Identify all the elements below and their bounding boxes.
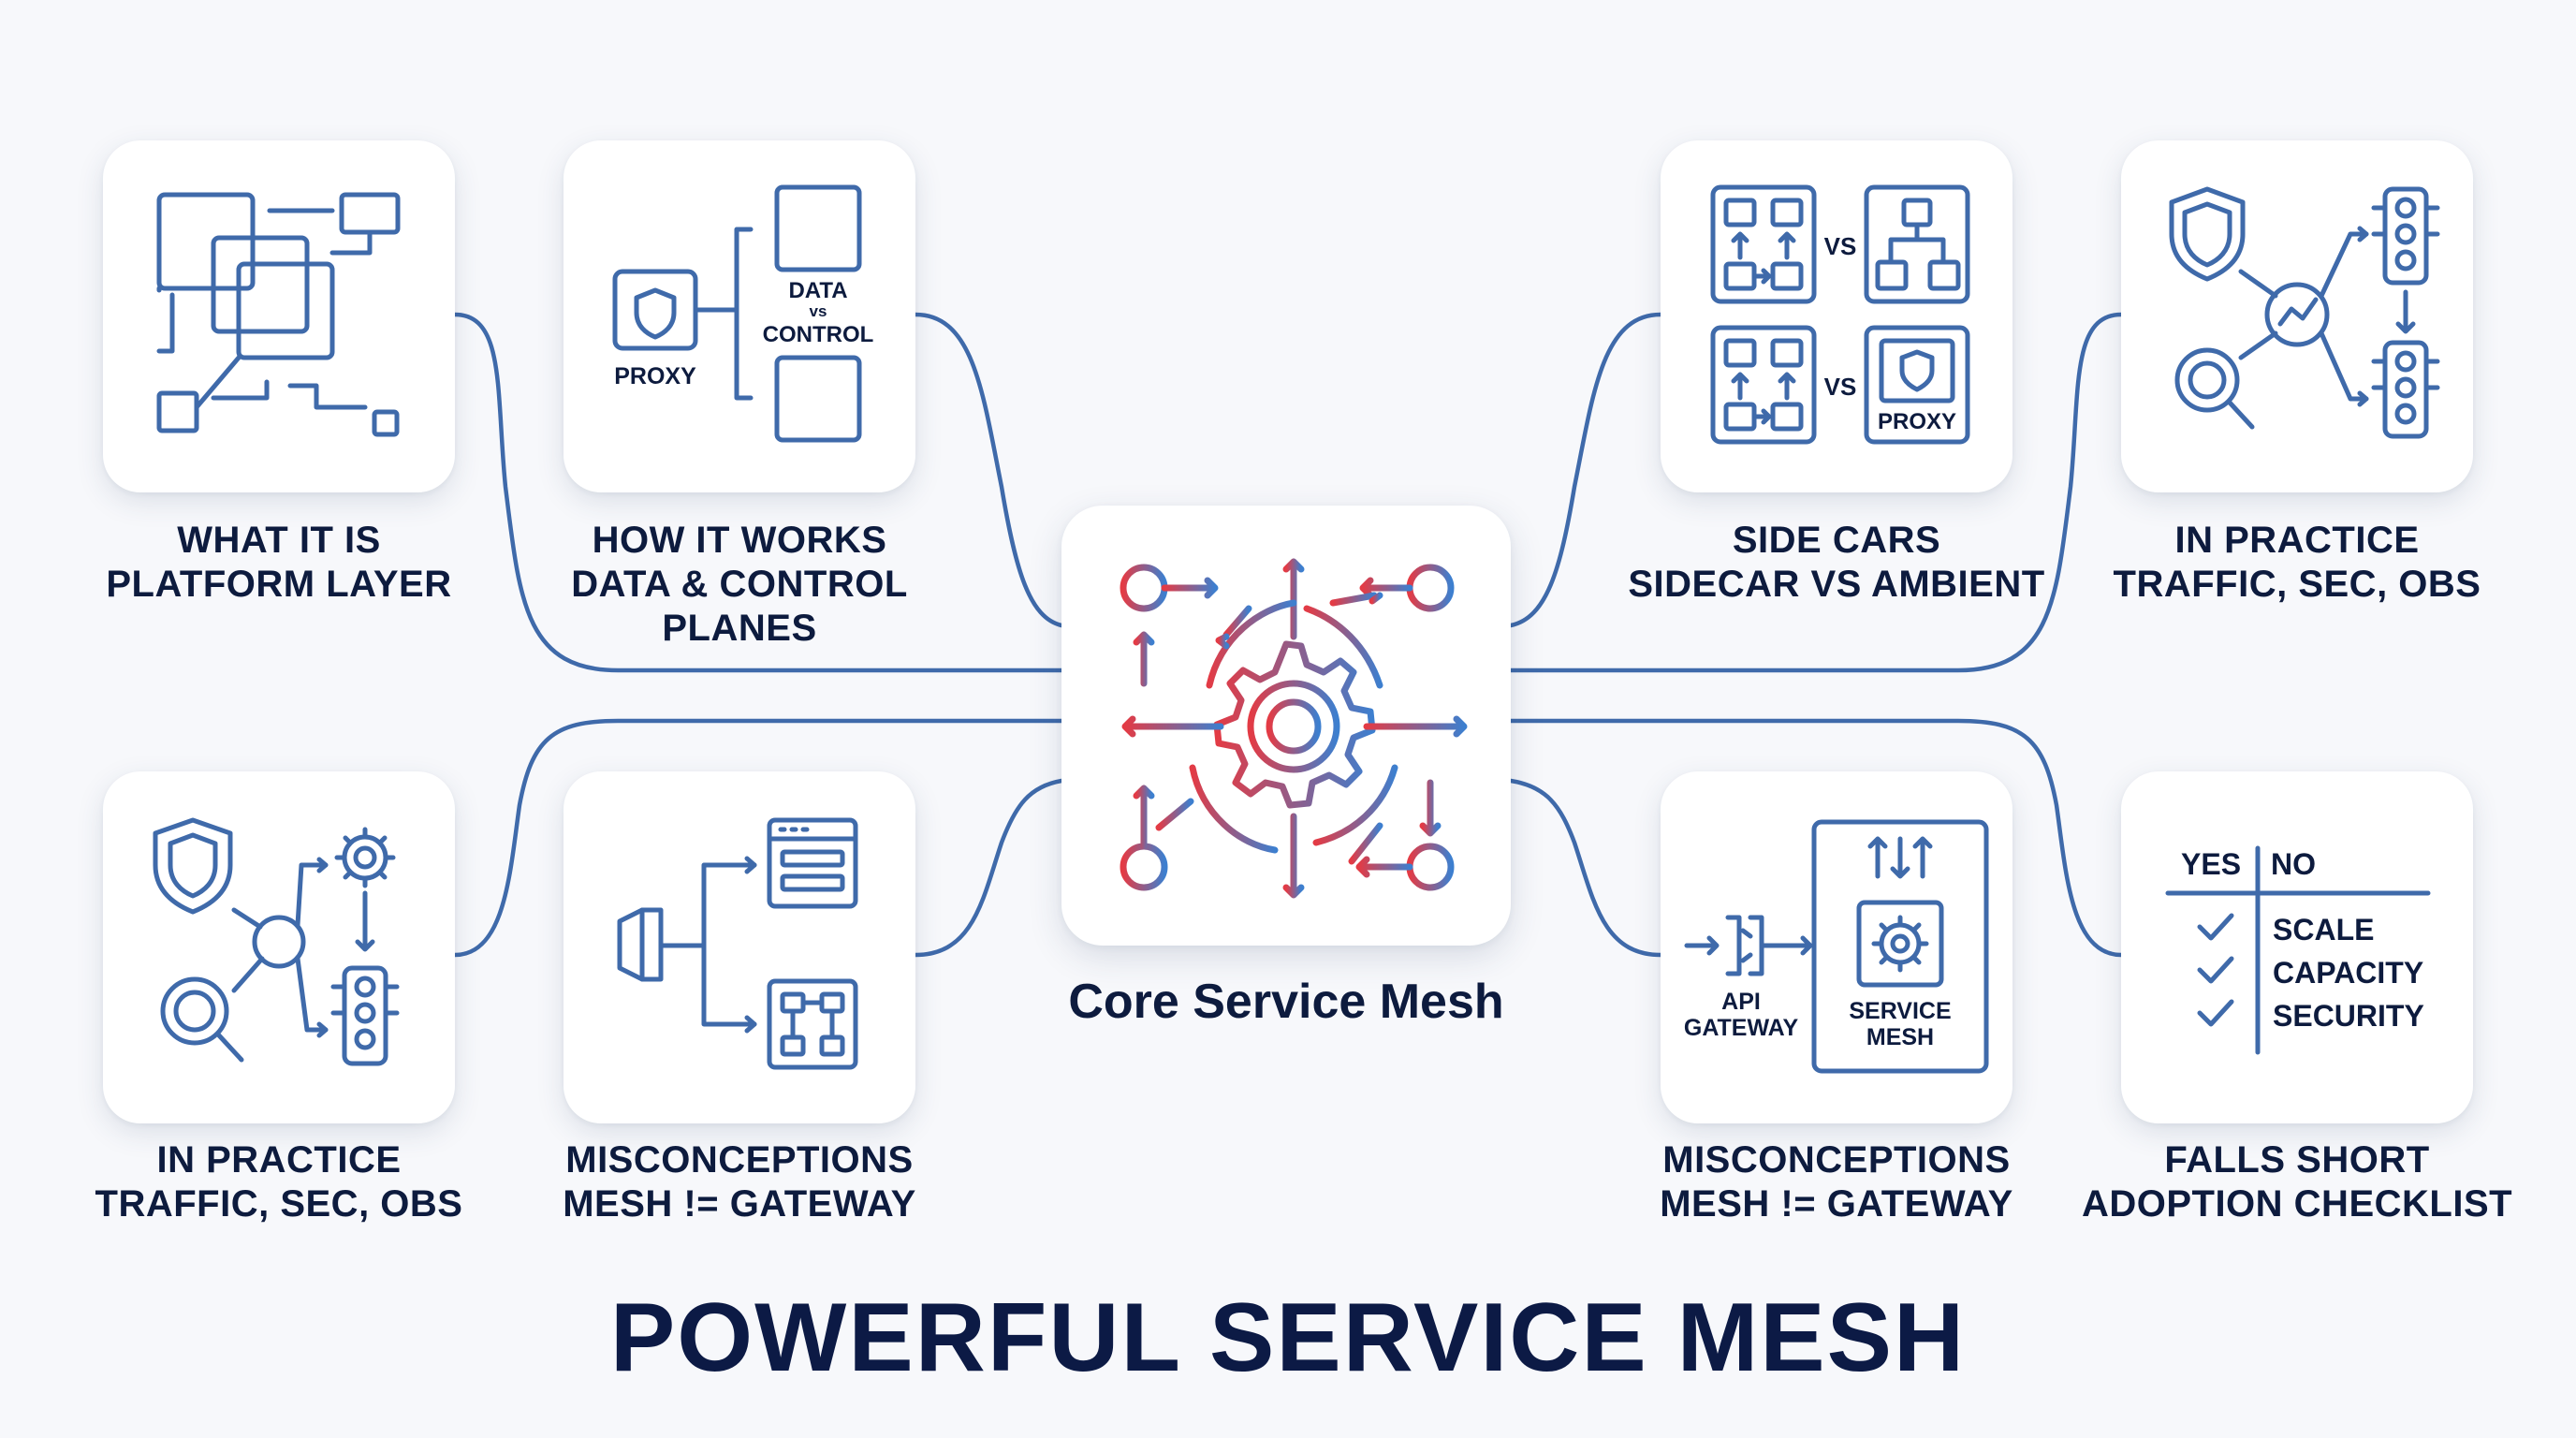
traffic-light-icon <box>2371 340 2440 439</box>
connector-in-practice-bottom <box>452 718 1064 958</box>
caption-line: MESH != GATEWAY <box>1660 1183 2013 1225</box>
caption-line: TRAFFIC, SEC, OBS <box>95 1183 463 1225</box>
service-mesh-hub-icon <box>1120 558 1468 899</box>
check-icon <box>2197 956 2234 984</box>
connector-misconceptions-left <box>913 778 1064 958</box>
shield-icon <box>153 817 233 915</box>
page-title: POWERFUL SERVICE MESH <box>609 1284 1967 1392</box>
search-icon <box>2174 347 2240 413</box>
routing-icon <box>617 817 858 1070</box>
card-what-it-is <box>103 140 455 492</box>
connector-side-cars <box>1508 312 1663 628</box>
caption-side-cars: SIDE CARS SIDECAR VS AMBIENT <box>1593 519 2080 607</box>
caption-line: TRAFFIC, SEC, OBS <box>2113 564 2481 605</box>
vs-top-label: VS <box>1824 232 1857 260</box>
connector-in-practice-top <box>1508 312 2124 673</box>
card-falls-short: YES NO SCALE CAPACITY SECURITY <box>2121 771 2473 1123</box>
caption-what-it-is: WHAT IT IS PLATFORM LAYER <box>36 519 522 607</box>
gear-icon <box>1856 900 1944 988</box>
caption-falls-short: FALLS SHORT ADOPTION CHECKLIST <box>2054 1138 2540 1226</box>
caption-line: PLANES <box>662 608 817 649</box>
caption-misconceptions-left: MISCONCEPTIONS MESH != GATEWAY <box>496 1138 983 1226</box>
card-misconceptions-right: API GATEWAY SERVICE MESH <box>1661 771 2012 1123</box>
ambient-hierarchy-icon <box>1864 184 1970 304</box>
data-label: DATA <box>788 278 847 303</box>
flow-chart-icon <box>767 978 858 1070</box>
sidecar-grid-bottom-icon <box>1710 325 1817 445</box>
caption-in-practice-bottom: IN PRACTICE TRAFFIC, SEC, OBS <box>36 1138 522 1226</box>
api-gateway-icon <box>1684 915 1813 976</box>
caption-line: MISCONCEPTIONS <box>1662 1139 2011 1181</box>
vs-label: vs <box>810 302 827 320</box>
sidecar-vs-ambient-icon: VS VS PROXY <box>1710 184 1970 445</box>
no-header: NO <box>2271 847 2316 881</box>
card-in-practice-top <box>2121 140 2473 492</box>
checklist-icon: YES NO SCALE CAPACITY SECURITY <box>2165 845 2431 1055</box>
vs-bottom-label: VS <box>1824 373 1857 401</box>
caption-line: ADOPTION CHECKLIST <box>2081 1183 2513 1225</box>
caption-line: HOW IT WORKS <box>592 520 887 561</box>
yes-header: YES <box>2181 847 2241 881</box>
gateway-vs-mesh-icon: API GATEWAY SERVICE MESH <box>1684 819 1989 1074</box>
card-misconceptions-left <box>564 771 915 1123</box>
caption-line: MESH != GATEWAY <box>563 1183 916 1225</box>
architecture-blocks-icon <box>156 192 401 437</box>
traffic-security-icon <box>2169 186 2440 439</box>
control-label: CONTROL <box>763 322 874 347</box>
card-how-it-works: PROXY DATA vs CONTROL <box>564 140 915 492</box>
caption-line: PLATFORM LAYER <box>106 564 452 605</box>
caption-line: FALLS SHORT <box>2164 1139 2430 1181</box>
proxy-box-icon: PROXY <box>1864 325 1970 445</box>
connector-what-it-is <box>452 312 1064 673</box>
search-icon <box>160 976 229 1046</box>
check-icon <box>2197 913 2234 941</box>
caption-in-practice-top: IN PRACTICE TRAFFIC, SEC, OBS <box>2054 519 2540 607</box>
proxy-label: PROXY <box>614 363 696 389</box>
card-in-practice-bottom <box>103 771 455 1123</box>
gateway-label: GATEWAY <box>1684 1015 1799 1041</box>
caption-how-it-works: HOW IT WORKS DATA & CONTROL PLANES <box>496 519 983 651</box>
caption-line: SIDECAR VS AMBIENT <box>1628 564 2045 605</box>
caption-line: SIDE CARS <box>1732 520 1941 561</box>
mesh-label: MESH <box>1866 1024 1934 1050</box>
check-icon <box>2197 999 2234 1027</box>
caption-misconceptions-right: MISCONCEPTIONS MESH != GATEWAY <box>1593 1138 2080 1226</box>
core-service-mesh-card <box>1061 506 1511 946</box>
browser-window-icon <box>767 817 858 909</box>
checklist-item: SCALE <box>2273 913 2374 946</box>
caption-line: DATA & CONTROL <box>571 564 908 605</box>
connector-falls-short <box>1508 718 2124 958</box>
traffic-security-gear-icon <box>153 817 400 1066</box>
caption-line: IN PRACTICE <box>156 1139 402 1181</box>
proxy-planes-icon: PROXY DATA vs CONTROL <box>612 184 874 443</box>
shield-icon <box>2169 186 2246 282</box>
service-label: SERVICE <box>1849 998 1951 1024</box>
caption-line: WHAT IT IS <box>177 520 381 561</box>
connector-how-it-works <box>913 312 1064 628</box>
traffic-light-icon <box>2371 186 2440 286</box>
connector-misconceptions-right <box>1508 778 1663 958</box>
caption-line: IN PRACTICE <box>2174 520 2420 561</box>
sidecar-grid-top-icon <box>1710 184 1817 304</box>
card-side-cars: VS VS PROXY <box>1661 140 2012 492</box>
gear-icon <box>334 827 396 888</box>
traffic-light-icon <box>330 965 400 1066</box>
checklist-item: CAPACITY <box>2273 956 2423 990</box>
core-service-mesh-label: Core Service Mesh <box>1068 975 1504 1029</box>
caption-line: MISCONCEPTIONS <box>565 1139 914 1181</box>
checklist-item: SECURITY <box>2273 999 2424 1033</box>
api-label: API <box>1721 989 1761 1015</box>
gear-icon <box>1213 640 1376 809</box>
proxy-label: PROXY <box>1878 409 1956 434</box>
